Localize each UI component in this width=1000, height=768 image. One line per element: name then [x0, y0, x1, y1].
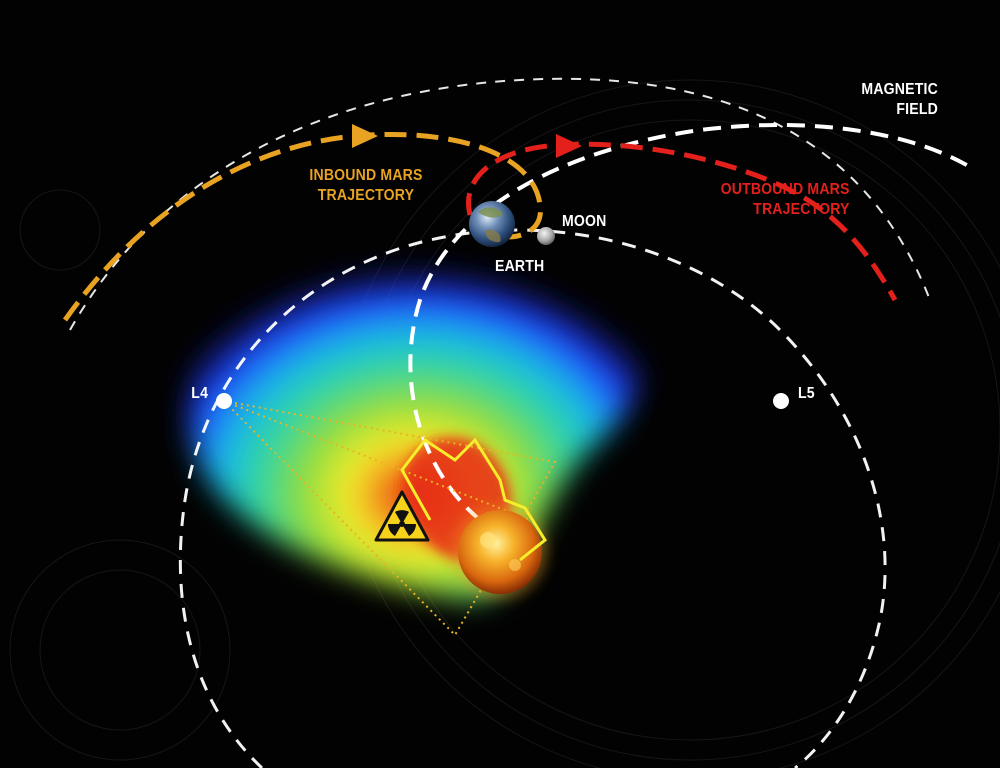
- solar-wedge-outline: [400, 437, 547, 562]
- moon-label: MOON: [562, 213, 607, 230]
- inbound-arrow-icon: [352, 124, 378, 148]
- radiation-warning-icon: [374, 490, 430, 542]
- outbound-arrow-icon: [556, 134, 582, 158]
- outbound-label-line2: TRAJECTORY: [753, 201, 850, 218]
- sun-icon: [452, 504, 548, 600]
- earth-icon: [469, 201, 515, 247]
- l4-label: L4: [191, 385, 208, 402]
- outer-orbit-arc: [69, 77, 931, 331]
- outbound-label: OUTBOUND MARS TRAJECTORY: [721, 180, 850, 220]
- inbound-label-line2: TRAJECTORY: [317, 187, 415, 204]
- earth-label: EARTH: [495, 258, 545, 275]
- field-of-view-sector: [223, 400, 557, 637]
- moon-icon: [537, 227, 555, 245]
- l5-label: L5: [798, 385, 815, 402]
- inbound-label: INBOUND MARS TRAJECTORY: [304, 166, 427, 206]
- outbound-label-line1: OUTBOUND MARS: [720, 181, 850, 198]
- l4-point: [216, 393, 232, 409]
- magnetic-field-line: [408, 122, 977, 522]
- l5-point: [773, 393, 789, 409]
- magnetic-field-label: MAGNETIC FIELD: [861, 80, 938, 120]
- inbound-label-line1: INBOUND MARS: [309, 167, 423, 184]
- inbound-trajectory: [62, 131, 543, 322]
- magnetic-field-label-line1: MAGNETIC: [861, 81, 938, 98]
- magnetic-field-label-line2: FIELD: [896, 101, 938, 118]
